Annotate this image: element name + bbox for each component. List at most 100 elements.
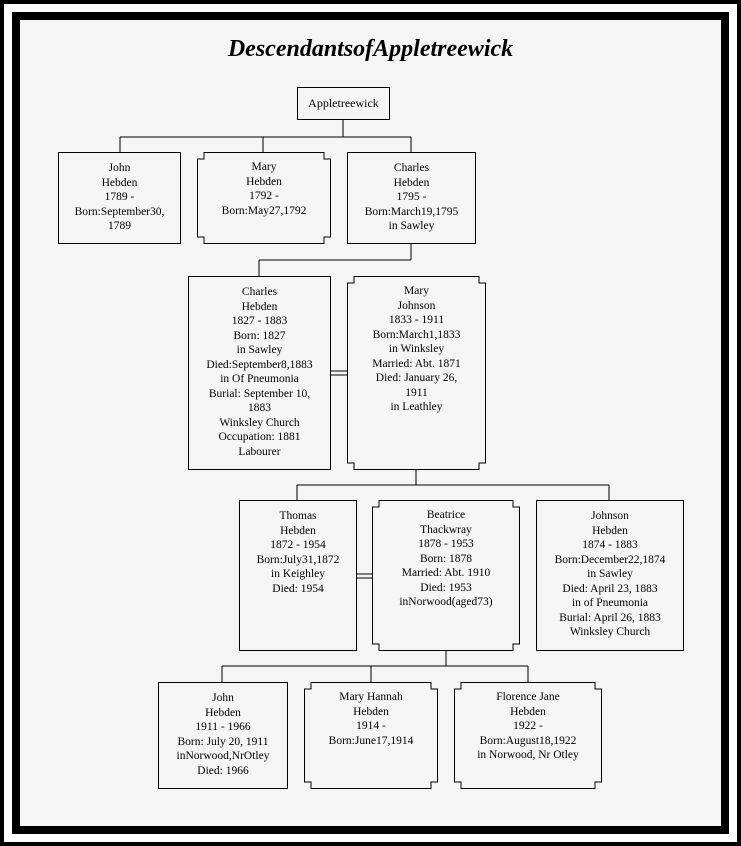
person-detail-line: Born:August18,1922 (479, 734, 577, 747)
notched-border (304, 682, 438, 789)
person-detail-line: Hebden (510, 705, 546, 718)
person-detail-line: Born: 1878 (419, 552, 473, 565)
person-detail-line: 1922 - (513, 720, 543, 732)
notched-border (197, 152, 331, 244)
person-detail-line: in Sawley (587, 568, 633, 580)
person-detail-line: Hebden (393, 176, 430, 189)
person-detail-line: Born:June17,1914 (328, 734, 414, 747)
person-detail-line: in Winksley (388, 343, 445, 355)
person-detail-line: Died: January 26, (375, 372, 458, 384)
person-detail-line: 1789 (108, 220, 131, 232)
person-detail-line: Hebden (246, 175, 282, 188)
root-label: Appletreewick (308, 96, 379, 110)
person-detail-line: in Leathley (390, 401, 443, 413)
person-detail-line: Charles (241, 286, 278, 298)
person-detail-line: Married: Abt. 1871 (372, 357, 461, 370)
person-detail-line: 1789 - (104, 191, 135, 203)
person-detail-line: Mary Hannah (339, 691, 403, 703)
chart-title: DescendantsofAppletreewick (227, 36, 514, 62)
person-detail-line: Winksley Church (219, 416, 300, 429)
person-detail-line: 1878 - 1953 (418, 538, 474, 550)
person-detail-line: Johnson (591, 510, 629, 522)
person-detail-line: Born:December22,1874 (554, 553, 666, 566)
person-detail-line: 1874 - 1883 (582, 539, 638, 551)
root-box[interactable]: Appletreewick (297, 87, 390, 120)
person-detail-line: Hebden (353, 705, 389, 718)
person-detail-line: Johnson (397, 299, 436, 312)
person-detail-line: 1792 - (249, 190, 279, 202)
person-detail-line: 1833 - 1911 (388, 314, 445, 326)
person-detail-line: John (108, 162, 131, 174)
person-detail-line: Charles (393, 162, 430, 174)
notched-border (347, 276, 486, 470)
person-detail-line: Born:March1,1833 (372, 328, 461, 341)
person-detail-line: in Keighley (271, 568, 325, 580)
notched-border (372, 500, 520, 651)
person-detail-line: 1911 - 1966 (195, 721, 251, 733)
person-detail-line: in Norwood, Nr Otley (477, 749, 579, 761)
person-detail-line: Hebden (241, 300, 278, 313)
person-detail-line: 1883 (248, 402, 271, 414)
person-detail-line: Burial: September 10, (208, 387, 311, 400)
person-detail-line: Hebden (205, 706, 241, 719)
person-detail-line: Hebden (280, 524, 316, 537)
person-detail-line: Beatrice (426, 509, 466, 521)
person-detail-line: Married: Abt. 1910 (401, 567, 491, 579)
person-detail-line: Born:May27,1792 (221, 204, 307, 217)
person-detail-line: Florence Jane (496, 691, 560, 703)
person-detail-line: Hebden (592, 524, 628, 537)
person-detail-line: Born:September30, (74, 205, 165, 218)
person-detail-line: Died: 1953 (420, 581, 472, 594)
person-detail-line: 1795 - (396, 191, 427, 203)
person-detail-line: 1914 - (356, 720, 386, 732)
person-detail-line: John (212, 692, 234, 704)
person-detail-line: Born: 1827 (233, 329, 286, 342)
person-detail-line: Died: 1966 (197, 764, 249, 777)
person-detail-line: Hebden (101, 176, 138, 189)
person-detail-line: 1911 (405, 386, 428, 399)
person-detail-line: inNorwood,NrOtley (176, 750, 270, 762)
person-detail-line: in Sawley (388, 220, 435, 232)
person-detail-line: Died: April 23, 1883 (562, 582, 658, 595)
person-detail-line: Labourer (238, 445, 281, 458)
person-detail-line: Born:March19,1795 (364, 205, 459, 218)
person-detail-line: Mary (404, 285, 429, 297)
person-detail-line: inNorwood(aged73) (399, 596, 493, 608)
person-detail-line: Mary (251, 161, 277, 173)
person-detail-line: in of Pneumonia (571, 597, 649, 609)
person-detail-line: 1827 - 1883 (231, 315, 288, 327)
person-detail-line: Born: July 20, 1911 (177, 735, 269, 748)
person-detail-line: Thackwray (420, 523, 472, 536)
person-detail-line: in Of Pneumonia (220, 373, 299, 385)
person-detail-line: Died:September8,1883 (206, 358, 313, 371)
person-detail-line: 1872 - 1954 (270, 539, 326, 551)
notched-border (454, 682, 602, 789)
person-detail-line: in Sawley (236, 344, 283, 356)
person-detail-line: Born:July31,1872 (256, 553, 340, 566)
person-detail-line: Thomas (279, 510, 317, 522)
person-detail-line: Winksley Church (569, 626, 651, 638)
person-detail-line: Burial: April 26, 1883 (559, 611, 661, 624)
